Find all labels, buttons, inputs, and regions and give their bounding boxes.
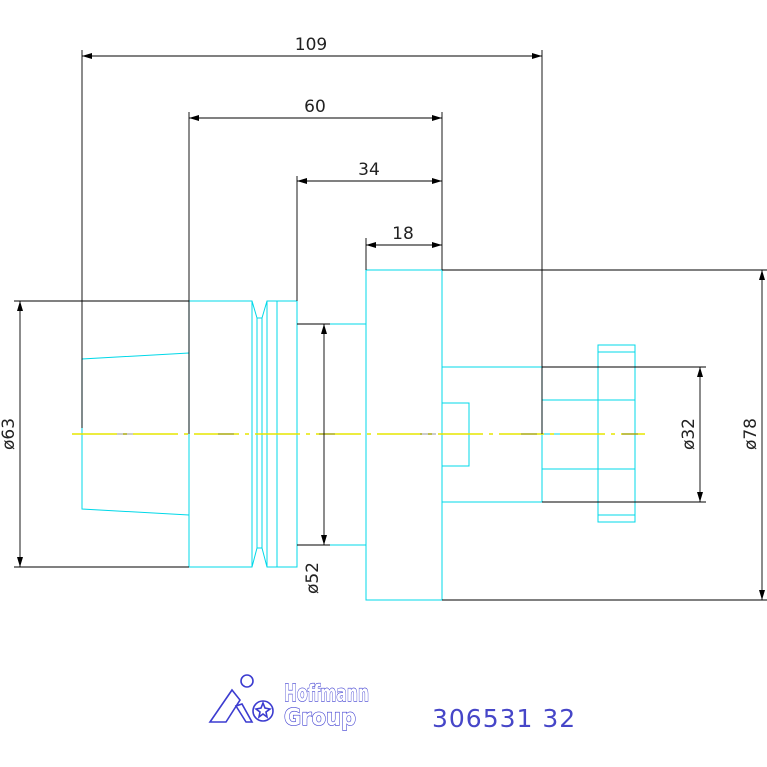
dim-text-109: 109 [295, 35, 327, 55]
dim-text-60: 60 [304, 97, 326, 117]
dim-text-34: 34 [358, 160, 380, 180]
dim-text-18: 18 [392, 224, 414, 244]
dim-text-52: ø52 [303, 562, 323, 594]
logo-mark-icon [208, 674, 274, 723]
dim-text-63: ø63 [0, 418, 19, 450]
logo-text-line2: Group [284, 705, 356, 731]
dim-text-78: ø78 [741, 418, 761, 450]
part-number: 306531 32 [432, 704, 576, 733]
part-outline [81, 269, 636, 601]
large-body [365, 269, 443, 601]
dimension-lines [14, 50, 767, 601]
hoffmann-group-logo: Hoffmann Group [208, 674, 370, 732]
logo-text-line1: Hoffmann [284, 681, 369, 707]
dim-text-32: ø32 [679, 418, 699, 450]
